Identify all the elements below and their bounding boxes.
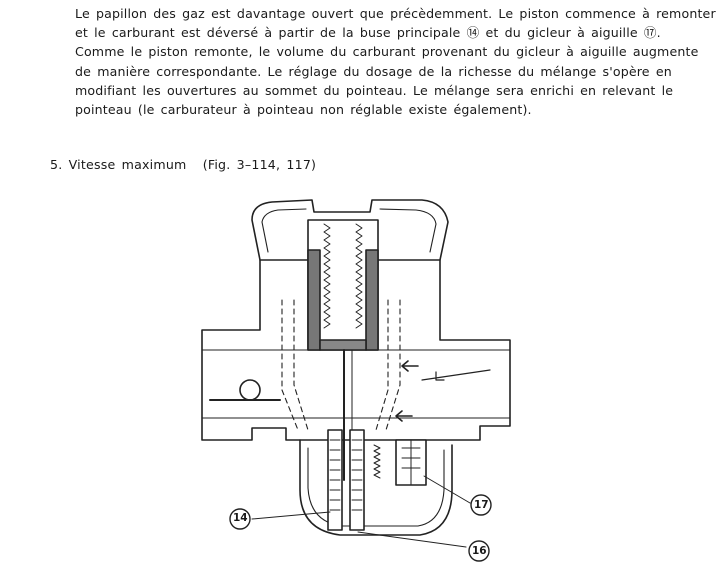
callout-17-circle	[470, 494, 492, 516]
paragraph-line: Comme le piston remonte, le volume du ca…	[75, 44, 699, 60]
top-cap-inner	[261, 208, 437, 253]
paragraph-line: et le carburant est déversé à partir de …	[75, 25, 661, 41]
piston-wall-left	[307, 249, 321, 351]
spring-right	[355, 223, 363, 329]
top-cap	[251, 199, 449, 261]
carburetor-body	[201, 259, 511, 441]
leader-14	[251, 511, 331, 520]
piston-wall-right	[365, 249, 379, 351]
body-paragraph: Le papillon des gaz est davantage ouvert…	[75, 4, 721, 119]
callout-16-circle	[468, 540, 490, 562]
spring-left	[323, 223, 331, 329]
float-bowl	[299, 439, 453, 536]
pilot-spring	[373, 444, 381, 479]
float-needle-detail	[401, 439, 421, 486]
flow-arrow-lower	[395, 410, 413, 422]
section-number: 5.	[50, 157, 63, 172]
choke-lever	[421, 369, 491, 381]
float-bowl-inner	[307, 447, 445, 527]
leader-17	[423, 475, 471, 504]
throttle-shaft	[239, 379, 261, 401]
air-passage-right	[375, 299, 401, 431]
flow-arrow-upper	[401, 360, 419, 372]
callout-17-label: 17	[474, 499, 489, 511]
callout-14-circle	[229, 508, 251, 530]
callout-16-label: 16	[472, 545, 487, 557]
callout-14-label: 14	[233, 512, 248, 524]
paragraph-line: de manière correspondante. Le réglage du…	[75, 63, 672, 79]
section-heading: 5. Vitesse maximum (Fig. 3–114, 117)	[50, 157, 316, 172]
main-jet-14-hatch	[329, 439, 341, 511]
paragraph-line: pointeau (le carburateur à pointeau non …	[75, 102, 532, 118]
air-passage-left	[281, 299, 309, 431]
carburetor-cutaway-diagram	[201, 199, 511, 562]
paragraph-line: Le papillon des gaz est davantage ouvert…	[75, 6, 716, 21]
figure-reference: (Fig. 3–114, 117)	[202, 157, 317, 172]
leader-16	[357, 531, 467, 548]
needle-jet-16-hatch	[351, 439, 363, 511]
piston-base	[319, 339, 367, 351]
paragraph-line: modifiant les ouvertures au sommet du po…	[75, 82, 674, 98]
section-title: Vitesse maximum	[68, 157, 187, 172]
